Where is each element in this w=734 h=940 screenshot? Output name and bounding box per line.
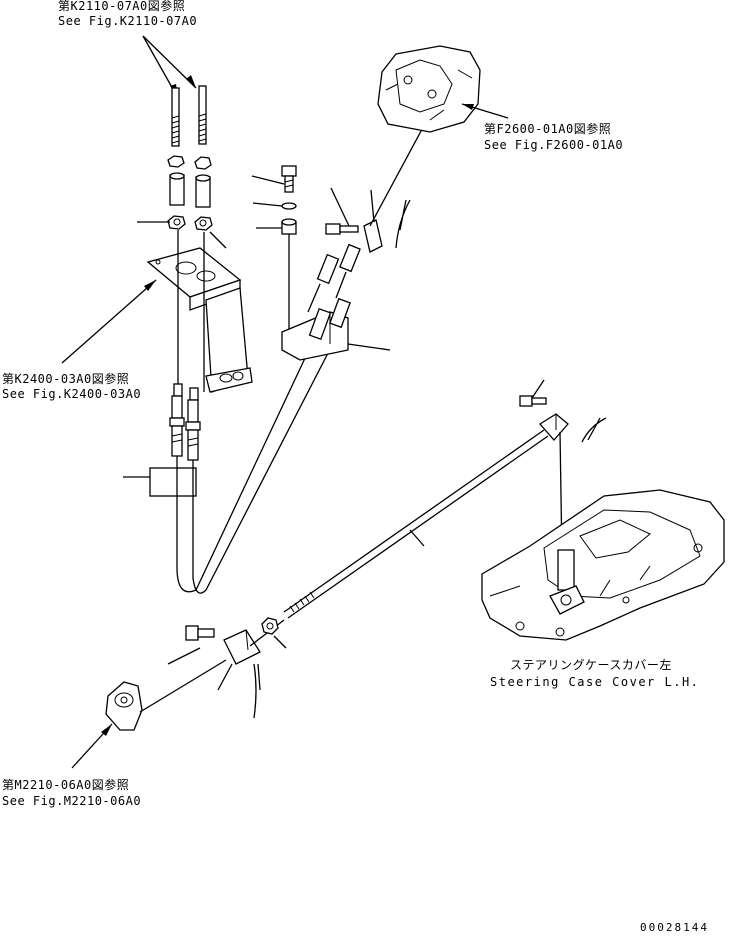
leader-nut-bottom: [273, 635, 287, 649]
ref-f2600-en: See Fig.F2600-01A0: [484, 138, 624, 152]
lever-bottom: [105, 681, 143, 731]
cotter-pin-3: [253, 663, 261, 719]
ref-k2110-jp: 第K2110-07A0図参照: [58, 0, 186, 13]
cable-end-right: [185, 387, 201, 461]
drawing-number: 00028144: [640, 921, 709, 934]
ref-m2210-jp: 第M2210-06A0図参照: [2, 778, 130, 792]
center-bracket: [281, 297, 391, 361]
clevis-bolt: [325, 223, 359, 235]
cotter-pin-2: [581, 417, 607, 443]
bolt-small: [281, 165, 297, 193]
steering-case-jp: ステアリングケースカバー左: [510, 658, 672, 672]
long-rod: [283, 429, 549, 619]
cable-end-left: [169, 383, 185, 457]
clamp-block: [149, 467, 197, 497]
cotter-pin-1: [395, 199, 411, 249]
leader-clevis: [370, 189, 375, 223]
nut-bottom: [261, 617, 279, 635]
ref-k2400-en: See Fig.K2400-03A0: [2, 387, 142, 401]
threaded-rod-left: [171, 87, 180, 147]
washer: [281, 202, 297, 210]
cable-fittings-upper: [307, 243, 361, 313]
bolt-bottom: [185, 625, 215, 641]
f2600-housing: [377, 45, 481, 133]
leader-bolt: [251, 175, 285, 185]
ref-m2210-en: See Fig.M2210-06A0: [2, 794, 142, 808]
control-cable: [176, 321, 345, 594]
leader-clevis-bottom: [217, 663, 233, 691]
mounting-bracket: [146, 247, 253, 393]
k2400-arrow: [61, 279, 157, 364]
steering-case-cover: [481, 489, 725, 641]
bolt-right: [519, 395, 547, 407]
spacer: [281, 218, 297, 235]
leader-rod: [409, 529, 425, 547]
clevis-bottom: [223, 629, 261, 665]
leader-washer: [252, 202, 283, 207]
clevis-right: [539, 413, 569, 441]
steering-case-en: Steering Case Cover L.H.: [490, 675, 700, 689]
leader-bolt-bottom: [167, 647, 201, 665]
link-lever-clevis: [139, 659, 227, 713]
k2110-arrows: [142, 35, 197, 99]
nut-stack-left: [167, 155, 186, 230]
threaded-rod-right: [198, 85, 207, 145]
clevis: [363, 219, 383, 253]
leader-clevis-bolt: [330, 187, 350, 227]
leader-bolt-right: [531, 379, 545, 399]
f2600-arrow: [461, 103, 509, 119]
ref-k2400-jp: 第K2400-03A0図参照: [2, 372, 130, 386]
ref-f2600-jp: 第F2600-01A0図参照: [484, 122, 612, 136]
m2210-arrow: [71, 723, 113, 769]
ref-k2110-en: See Fig.K2110-07A0: [58, 14, 198, 28]
nut-stack-right: [194, 156, 213, 231]
leader-nut-right: [209, 231, 227, 249]
